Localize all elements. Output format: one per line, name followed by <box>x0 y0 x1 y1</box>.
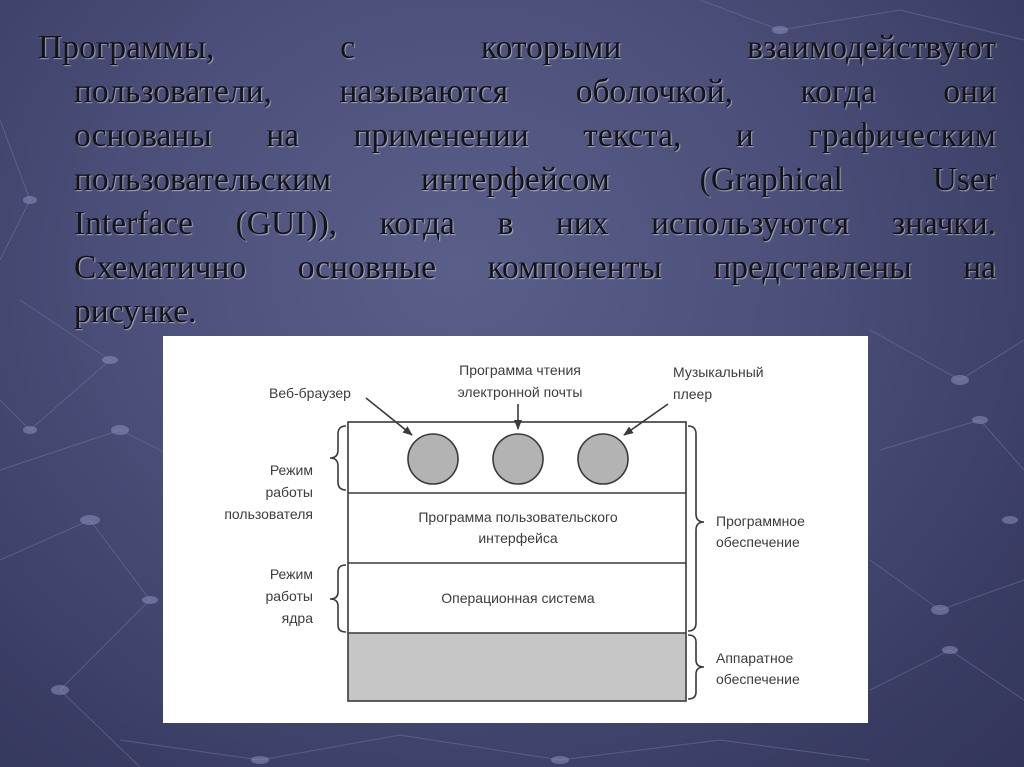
kernel-mode-label-line3: ядра <box>282 610 314 626</box>
hardware-label-line1: Аппаратное <box>716 650 793 666</box>
browser-arrow <box>365 397 413 436</box>
browser-app-circle <box>407 433 459 485</box>
paragraph-line: пользователи, называются оболочкой, когд… <box>74 73 996 110</box>
layer-stack-border <box>347 421 687 702</box>
mail-label-line1: Программа чтения <box>459 362 581 378</box>
player-arrow <box>623 403 669 436</box>
paragraph-line: основаны на применении текста, и графиче… <box>74 117 996 154</box>
player-label-line1: Музыкальный <box>673 364 764 380</box>
kernel-mode-label-line1: Режим <box>270 566 313 582</box>
ui-program-label-line2: интерфейса <box>478 530 558 546</box>
software-label-line2: обеспечение <box>716 534 800 550</box>
kernel-mode-brace <box>329 564 347 633</box>
hardware-brace <box>687 634 705 700</box>
ui-program-label-line1: Программа пользовательского <box>418 509 617 525</box>
mail-label-line2: электронной почты <box>458 384 583 400</box>
software-brace <box>687 425 705 632</box>
os-label: Операционная система <box>441 590 595 606</box>
slide-paragraph: Программы, с которыми взаимодействуют по… <box>38 26 996 334</box>
user-mode-label-line1: Режим <box>270 462 313 478</box>
kernel-mode-label-line2: работы <box>265 588 313 604</box>
paragraph-line: Interface (GUI)), когда в них используют… <box>74 205 996 242</box>
hardware-layer <box>348 633 686 701</box>
software-label-line1: Программное <box>716 513 805 529</box>
paragraph-line: пользовательским интерфейсом (Graphical … <box>74 161 996 198</box>
architecture-figure: Веб-браузер Программа чтения электронной… <box>163 336 868 723</box>
paragraph-line: рисунке. <box>74 293 197 330</box>
paragraph-line: Схематично основные компоненты представл… <box>74 249 996 286</box>
player-app-circle <box>577 433 629 485</box>
architecture-diagram: Веб-браузер Программа чтения электронной… <box>224 362 805 702</box>
browser-label: Веб-браузер <box>269 385 351 401</box>
mail-app-circle <box>492 433 544 485</box>
paragraph-line: Программы, с которыми взаимодействуют <box>38 29 996 66</box>
hardware-label-line2: обеспечение <box>716 671 800 687</box>
user-mode-brace <box>329 425 347 491</box>
user-mode-label-line3: пользователя <box>224 506 313 522</box>
user-mode-label-line2: работы <box>265 484 313 500</box>
player-label-line2: плеер <box>673 386 712 402</box>
